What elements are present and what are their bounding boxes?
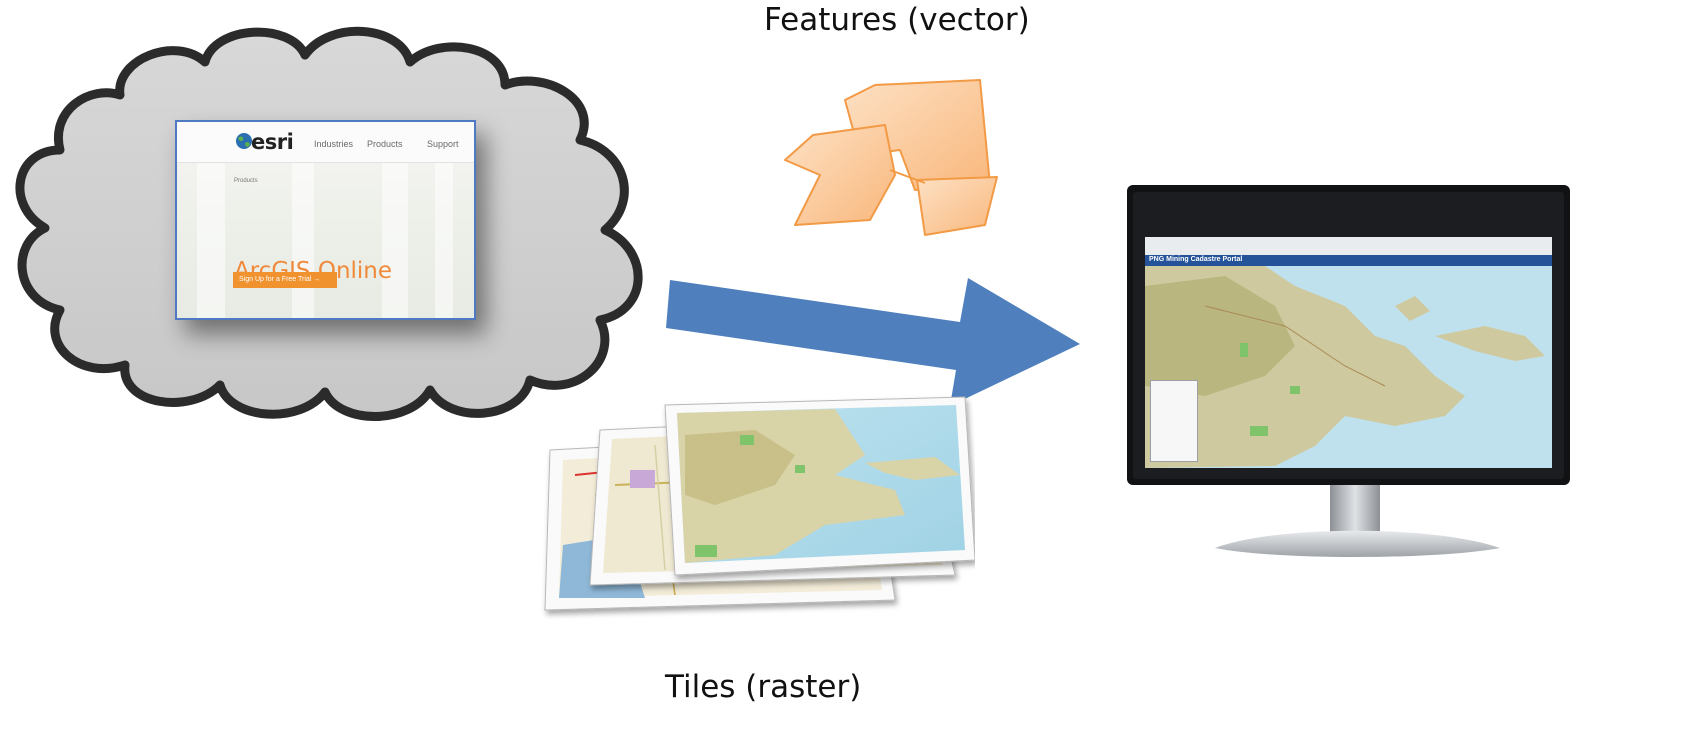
features-caption: Features (vector) <box>764 2 1030 38</box>
breadcrumb[interactable]: Products <box>234 178 258 184</box>
nav-support[interactable]: Support <box>427 139 459 149</box>
map-legend <box>1150 380 1198 462</box>
raster-tiles-icon <box>544 396 975 611</box>
esri-nav-bar: esri Industries Products Support <box>177 122 474 163</box>
vector-features-icon <box>784 79 998 236</box>
esri-globe-icon <box>236 133 252 149</box>
portal-title: PNG Mining Cadastre Portal <box>1149 256 1243 263</box>
portal-map[interactable] <box>1145 266 1552 468</box>
nav-industries[interactable]: Industries <box>314 139 354 149</box>
monitor-screen: PNG Mining Cadastre Portal <box>1145 237 1552 468</box>
nav-products[interactable]: Products <box>367 139 403 149</box>
portal-header: PNG Mining Cadastre Portal <box>1145 255 1552 266</box>
free-trial-button[interactable]: Sign Up for a Free Trial → <box>233 272 337 288</box>
browser-tab-bar <box>1145 237 1552 256</box>
esri-logo-text: esri <box>251 130 294 154</box>
arcgis-online-page: esri Industries Products Support Product… <box>175 120 476 320</box>
arrow-right-icon <box>666 278 1080 406</box>
tiles-caption: Tiles (raster) <box>665 669 862 705</box>
